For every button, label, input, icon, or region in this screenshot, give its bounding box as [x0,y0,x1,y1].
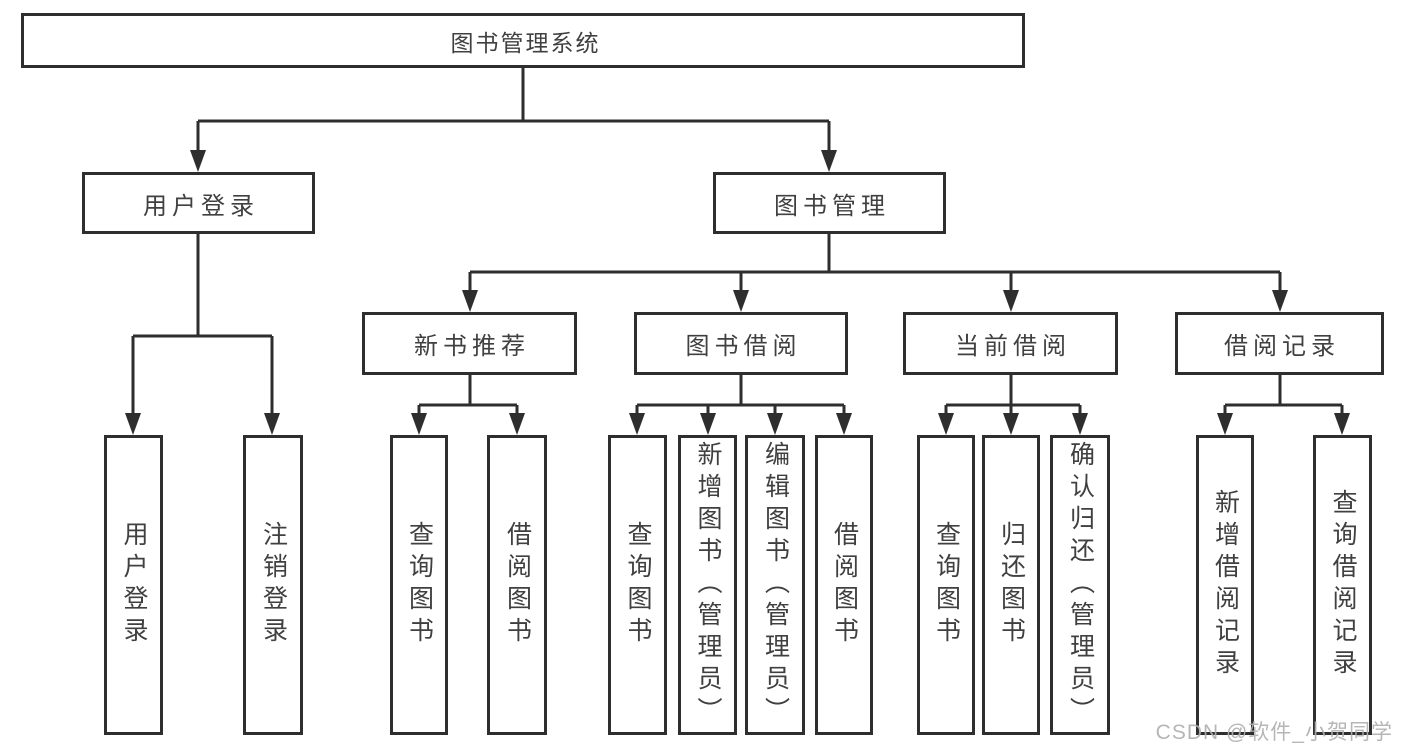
leaf-label: 查询图书 [624,521,652,649]
node-leaf-query-books-3: 查询图书 [917,435,975,735]
leaf-label: 注销登录 [259,521,288,649]
leaf-label: 借阅图书 [830,521,859,649]
node-leaf-return-books: 归还图书 [982,435,1040,735]
leaf-label: 查询图书 [932,521,961,649]
leaf-label: 新增借阅记录 [1211,489,1240,681]
leaf-label: 新增图书（管理员） [694,441,722,729]
node-book-management: 图书管理 [713,172,946,234]
node-leaf-borrow-books-1: 借阅图书 [487,435,547,735]
leaf-label: 查询图书 [405,521,434,649]
leaf-label: 查询借阅记录 [1329,489,1357,681]
node-system-root: 图书管理系统 [21,13,1025,68]
node-leaf-confirm-return-admin: 确认归还（管理员） [1050,435,1110,735]
node-new-book-recommend: 新书推荐 [362,312,577,375]
leaf-label: 用户登录 [120,521,148,649]
tree-edges [131,68,1344,431]
leaf-label: 编辑图书（管理员） [761,441,790,729]
leaf-label: 确认归还（管理员） [1066,441,1095,729]
node-leaf-add-borrow-record: 新增借阅记录 [1196,435,1254,735]
node-leaf-query-books-2: 查询图书 [608,435,667,735]
node-leaf-query-books-1: 查询图书 [390,435,448,735]
watermark: CSDN @软件_小贺同学 [1155,721,1393,744]
node-borrow-records: 借阅记录 [1175,312,1384,375]
node-user-login: 用户登录 [82,172,315,234]
node-book-borrow: 图书借阅 [634,312,848,375]
node-leaf-query-borrow-record: 查询借阅记录 [1313,435,1372,735]
leaf-label: 归还图书 [997,521,1026,649]
node-leaf-user-login: 用户登录 [104,435,163,735]
leaf-label: 借阅图书 [503,521,532,649]
node-current-borrow: 当前借阅 [903,312,1118,375]
node-leaf-logout: 注销登录 [243,435,303,735]
node-leaf-borrow-books-2: 借阅图书 [815,435,873,735]
node-leaf-edit-books-admin: 编辑图书（管理员） [745,435,805,735]
node-leaf-add-books-admin: 新增图书（管理员） [678,435,737,735]
